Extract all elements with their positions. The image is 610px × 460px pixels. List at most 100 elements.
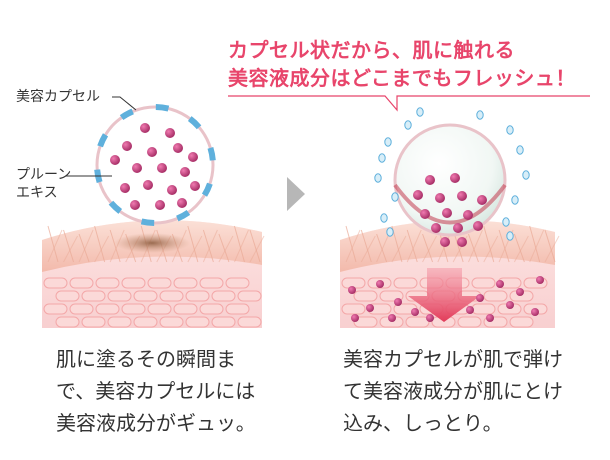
particle xyxy=(450,173,460,183)
skin-texture-line xyxy=(218,235,234,263)
water-droplet xyxy=(380,213,388,223)
capsule-dash xyxy=(207,146,216,161)
skin-cell xyxy=(95,277,120,289)
skin-texture-line xyxy=(360,235,376,263)
skin-cell xyxy=(81,316,106,328)
extract-label-line-2: エキス xyxy=(16,185,58,201)
skin-cell xyxy=(133,316,158,328)
right-capsule-particles xyxy=(413,173,487,247)
particle xyxy=(536,276,544,284)
water-droplet xyxy=(516,145,524,155)
capsule-dash xyxy=(201,182,213,197)
skin-cell xyxy=(457,316,482,328)
skin-texture-line xyxy=(391,235,407,263)
water-droplet xyxy=(506,125,514,135)
capsule-label: 美容カプセル xyxy=(16,89,100,105)
particle xyxy=(143,180,153,190)
skin-texture-line xyxy=(63,235,78,263)
skin-cell xyxy=(341,303,366,315)
skin-texture-line xyxy=(376,233,388,263)
skin-texture-line xyxy=(187,235,203,263)
left-caption-line-3: 美容液成分がギュッ。 xyxy=(56,411,256,435)
particle xyxy=(531,308,539,316)
skin-texture-line xyxy=(422,233,434,263)
skin-texture-line xyxy=(78,233,90,263)
particle xyxy=(457,191,467,201)
skin-texture-line xyxy=(406,229,422,263)
skin-cell xyxy=(237,316,262,328)
skin-texture-line xyxy=(467,233,479,263)
skin-cell xyxy=(55,316,80,328)
skin-cell xyxy=(393,277,418,289)
skin-texture-line xyxy=(202,229,214,263)
skin-texture-line xyxy=(202,229,218,263)
water-droplets xyxy=(374,107,530,241)
particle xyxy=(457,237,467,247)
capsule-leader-line xyxy=(112,96,137,111)
particle xyxy=(132,163,142,173)
skin-cell xyxy=(225,277,250,289)
water-droplet xyxy=(374,173,382,183)
skin-texture-line xyxy=(187,225,199,263)
headline-line-1: カプセル状だから、肌に触れる xyxy=(228,38,515,62)
skin-cell xyxy=(133,290,158,302)
skin-cell xyxy=(69,277,94,289)
particle xyxy=(476,294,484,302)
pigment-spot xyxy=(114,233,190,253)
particle xyxy=(394,298,402,306)
capsule-dash xyxy=(119,108,134,121)
water-droplet xyxy=(511,195,519,205)
skin-texture-line xyxy=(498,229,510,263)
particle xyxy=(442,208,452,218)
particle xyxy=(165,128,175,138)
skin-texture-line xyxy=(249,235,265,263)
water-droplet xyxy=(506,231,514,241)
particle xyxy=(122,141,132,151)
left-capsule-particles xyxy=(110,123,200,210)
skin-cell xyxy=(509,316,534,328)
particle xyxy=(496,280,504,288)
water-droplet xyxy=(522,170,530,180)
skin-cell xyxy=(199,277,224,289)
particle xyxy=(190,181,200,191)
skin-cell xyxy=(225,303,250,315)
skin-texture-line xyxy=(63,229,75,263)
capsule-dash xyxy=(140,218,155,226)
particle xyxy=(177,198,187,208)
particle xyxy=(130,200,140,210)
particle xyxy=(376,280,384,288)
skin-cell xyxy=(147,303,172,315)
particle xyxy=(440,237,450,247)
skin-cell xyxy=(185,316,210,328)
particle xyxy=(351,314,359,322)
water-droplet xyxy=(502,217,510,227)
skin-cell xyxy=(199,303,224,315)
skin-cell xyxy=(173,277,198,289)
skin-cell xyxy=(43,303,68,315)
skin-texture-line xyxy=(234,229,249,263)
skin-texture-line xyxy=(513,235,529,263)
skin-texture-line xyxy=(345,229,361,263)
skin-texture-line xyxy=(529,229,545,263)
skin-texture-line xyxy=(360,229,372,263)
particle xyxy=(348,286,356,294)
particle xyxy=(435,193,445,203)
skin-texture-line xyxy=(47,229,63,263)
skin-texture-line xyxy=(249,229,261,263)
particle xyxy=(167,185,177,195)
skin-cell xyxy=(471,277,496,289)
particle xyxy=(420,209,430,219)
skin-texture-line xyxy=(47,225,59,263)
particle xyxy=(426,314,434,322)
capsule-shell-dashes xyxy=(94,104,216,226)
skin-cell xyxy=(185,290,210,302)
skin-cell xyxy=(211,316,236,328)
absorbed-particles xyxy=(348,276,544,322)
skin-cell xyxy=(159,316,184,328)
skin-texture-line xyxy=(468,229,483,263)
particle xyxy=(157,163,167,173)
skin-texture-line xyxy=(94,235,110,263)
headline-callout-frame xyxy=(228,95,590,112)
particle xyxy=(431,223,441,233)
